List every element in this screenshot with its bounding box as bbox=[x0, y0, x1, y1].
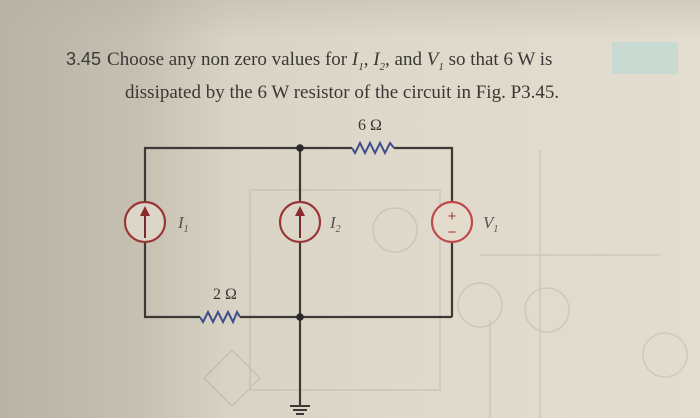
problem-number: 3.45 bbox=[66, 49, 102, 69]
voltage-source-v1: + − V1 bbox=[430, 200, 498, 244]
svg-text:V1: V1 bbox=[483, 213, 498, 235]
label-6ohm: 6 Ω bbox=[358, 117, 382, 134]
arrow-up-icon bbox=[295, 206, 305, 216]
current-source-i2: I2 bbox=[278, 200, 341, 244]
var-v1: V1 bbox=[426, 49, 444, 73]
svg-text:I1: I1 bbox=[177, 213, 189, 235]
ground-icon bbox=[290, 405, 310, 415]
bleed-through bbox=[202, 150, 688, 418]
separator: , and bbox=[385, 49, 427, 70]
plus-sign-icon: + bbox=[448, 208, 457, 225]
current-source-i1: I1 bbox=[123, 200, 189, 244]
minus-sign-icon: − bbox=[448, 224, 457, 241]
node-bottom bbox=[296, 313, 304, 321]
var-i2: I2 bbox=[373, 49, 386, 73]
text-highlight bbox=[612, 42, 678, 74]
problem-text-1a: Choose any non zero values for bbox=[107, 49, 352, 70]
separator: , bbox=[363, 49, 374, 70]
var-i1: I1 bbox=[351, 49, 364, 73]
label-2ohm: 2 Ω bbox=[213, 286, 237, 303]
resistor-2ohm bbox=[199, 309, 241, 325]
arrow-up-icon bbox=[140, 206, 150, 216]
problem-text-2: dissipated by the 6 W resistor of the ci… bbox=[125, 81, 560, 103]
resistor-6ohm bbox=[351, 140, 395, 156]
svg-text:I2: I2 bbox=[329, 213, 341, 235]
problem-text-1b: so that 6 W is bbox=[443, 49, 553, 70]
wires bbox=[143, 146, 454, 405]
page-shadow bbox=[0, 0, 700, 40]
node-top bbox=[296, 144, 304, 152]
